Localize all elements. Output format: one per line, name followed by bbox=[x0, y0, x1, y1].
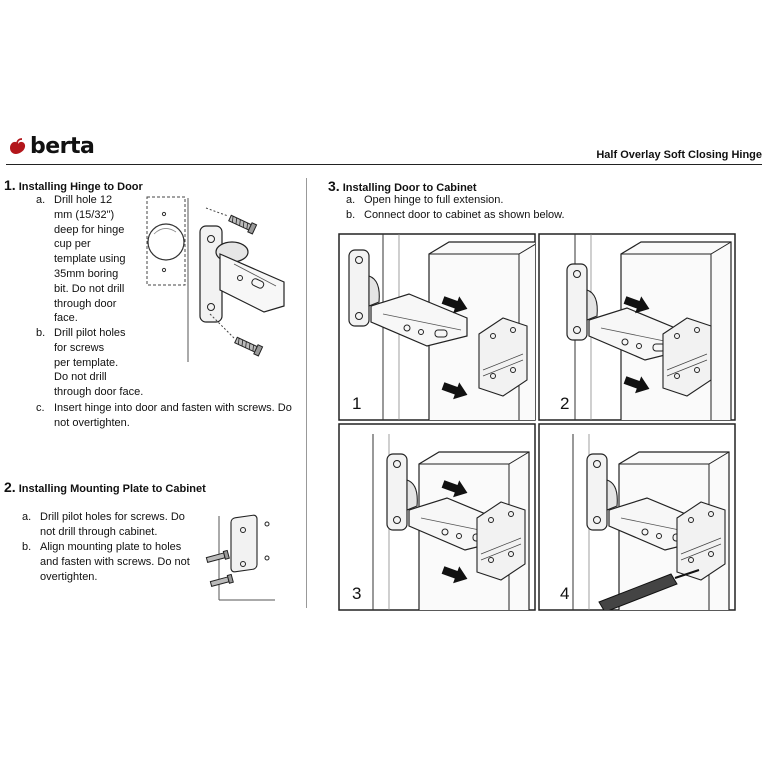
section-3-step-b: b. Connect door to cabinet as shown belo… bbox=[346, 209, 565, 221]
section-3-title: 3. Installing Door to Cabinet bbox=[328, 178, 477, 194]
product-title: Half Overlay Soft Closing Hinge bbox=[596, 149, 762, 161]
mounting-plate-figure bbox=[205, 514, 275, 601]
panel-4-label: 4 bbox=[560, 584, 569, 603]
panel-2-label: 2 bbox=[560, 394, 569, 413]
section-1-title: 1. Installing Hinge to Door bbox=[4, 177, 143, 193]
section-1-step-a: a. Drill hole 12 mm (15/32") deep for hi… bbox=[36, 194, 126, 325]
panel-4-illustration bbox=[572, 433, 730, 610]
door-to-cabinet-panels: 1 2 3 4 bbox=[338, 233, 736, 611]
hinge-to-door-figure bbox=[146, 196, 285, 362]
panel-3-label: 3 bbox=[352, 584, 361, 603]
section-2-step-a: a. Drill pilot holes for screws. Do not … bbox=[22, 511, 185, 538]
section-2-step-b: b. Align mounting plate to holes and fas… bbox=[22, 541, 190, 583]
header-divider bbox=[6, 164, 762, 165]
brand-logo: berta bbox=[6, 134, 95, 159]
section-1-step-b: b. Drill pilot holes for screws per temp… bbox=[36, 327, 144, 399]
section-3-step-a: a. Open hinge to full extension. bbox=[346, 194, 504, 206]
section-1-step-c: c. Insert hinge into door and fasten wit… bbox=[36, 402, 292, 429]
brand-name: berta bbox=[30, 134, 95, 159]
section-2-title: 2. Installing Mounting Plate to Cabinet bbox=[4, 479, 206, 495]
column-divider bbox=[306, 178, 307, 608]
panel-1-label: 1 bbox=[352, 394, 361, 413]
brand-mark-icon bbox=[10, 137, 26, 154]
